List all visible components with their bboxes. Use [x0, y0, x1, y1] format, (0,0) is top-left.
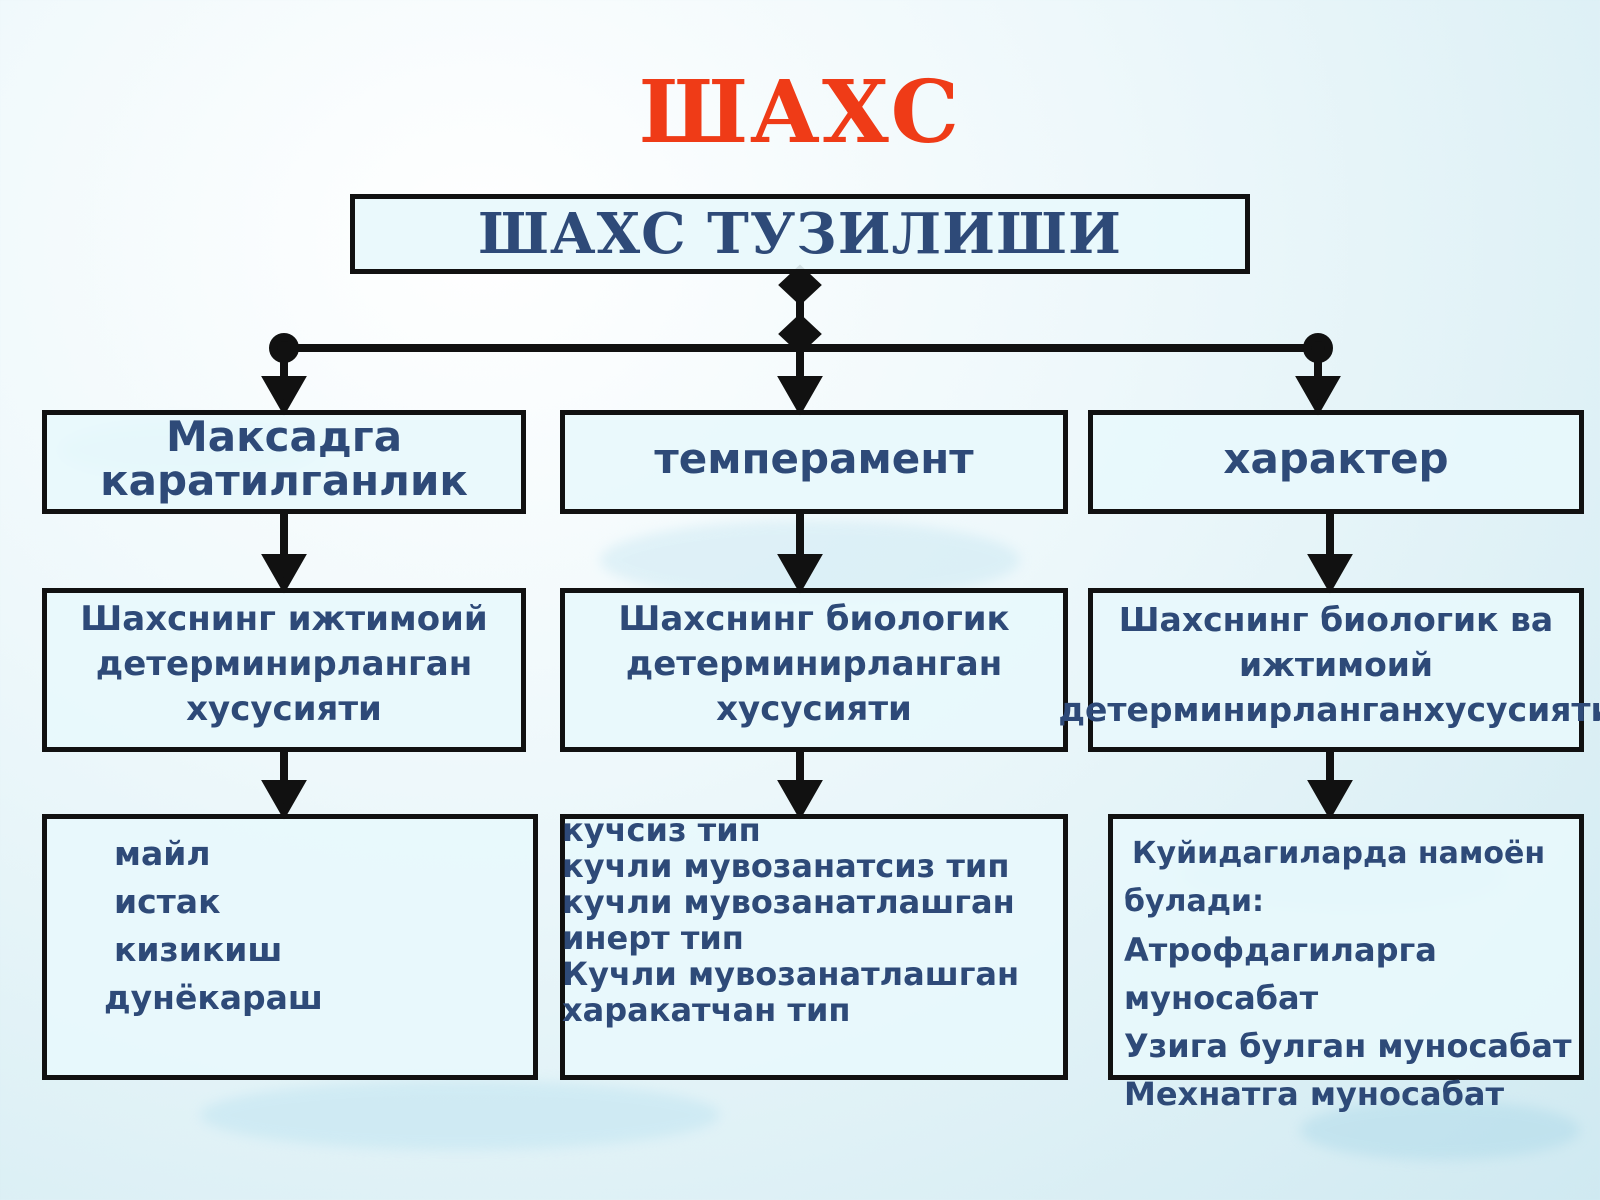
arrow-head — [1307, 554, 1353, 595]
list-item: кизикиш — [114, 930, 283, 969]
description-line: Шахснинг ижтимоий — [80, 599, 488, 639]
list-box-interests — [42, 814, 538, 1080]
root-label: ШАХС ТУЗИЛИШИ — [478, 201, 1122, 267]
list-item: инерт тип — [562, 919, 744, 957]
list-item: кучсиз тип — [562, 811, 761, 849]
description-line: детерминирланганхусусияти — [1058, 690, 1600, 729]
list-box-types — [560, 814, 1068, 1080]
description-line: Шахснинг биологик ва — [1118, 600, 1554, 639]
description-line: Шахснинг биологик — [618, 599, 1010, 639]
arrow-head — [261, 780, 307, 821]
arrow-head — [777, 554, 823, 595]
interests-list: майл истак кизикиш дунёкараш — [104, 830, 323, 1022]
relations-list: Куйидагиларда намоён булади: Атрофдагила… — [1124, 830, 1572, 1118]
list-item: дунёкараш — [104, 978, 323, 1017]
arrow-head — [1307, 780, 1353, 821]
types-list: кучсиз тип кучли мувозанатсиз тип кучли … — [562, 812, 1019, 1028]
description-line: детерминирланган — [95, 644, 473, 684]
list-item: харакатчан тип — [562, 991, 851, 1029]
description-line: хусусияти — [716, 689, 912, 729]
list-item: кучли мувозанатлашган — [562, 883, 1015, 921]
description-box-biological: Шахснинг биологик детерминирланган хусус… — [560, 588, 1068, 752]
list-box-relations — [1108, 814, 1584, 1080]
diamond-marker-top — [778, 264, 822, 306]
header-box-temperament: темперамент — [560, 410, 1068, 514]
arrow-head — [1295, 376, 1341, 417]
list-item: булади: — [1124, 884, 1264, 919]
arrow-head — [777, 376, 823, 417]
root-box: ШАХС ТУЗИЛИШИ — [350, 194, 1250, 274]
page-title: ШАХС — [638, 62, 962, 163]
list-item: Куйидагиларда намоён — [1132, 836, 1546, 871]
arrow-head — [261, 554, 307, 595]
description-box-bio-social: Шахснинг биологик ва ижтимоий детерминир… — [1058, 588, 1600, 752]
description-box-social: Шахснинг ижтимоий детерминирланган хусус… — [42, 588, 526, 752]
list-item: Атрофдагиларга — [1124, 931, 1437, 969]
list-item: истак — [114, 882, 221, 921]
description-line: хусусияти — [186, 689, 382, 729]
list-item: муносабат — [1124, 979, 1319, 1017]
header-box-character: характер — [1088, 410, 1584, 514]
description-line: детерминирланган — [625, 644, 1003, 684]
arrow-head — [777, 780, 823, 821]
header-line: характер — [1223, 434, 1449, 483]
list-item: Кучли мувозанатлашган — [562, 955, 1020, 993]
list-item: кучли мувозанатсиз тип — [562, 847, 1010, 885]
header-line: каратилганлик — [100, 456, 468, 505]
arrow-head — [261, 376, 307, 417]
header-line: темперамент — [654, 434, 974, 483]
list-item: майл — [114, 834, 211, 873]
list-item: Мехнатга муносабат — [1124, 1075, 1505, 1113]
header-box-purpose: Максадга каратилганлик — [42, 410, 526, 514]
list-item: Узига булган муносабат — [1124, 1027, 1572, 1065]
header-line: Максадга — [165, 412, 403, 461]
description-line: ижтимоий — [1238, 645, 1434, 684]
